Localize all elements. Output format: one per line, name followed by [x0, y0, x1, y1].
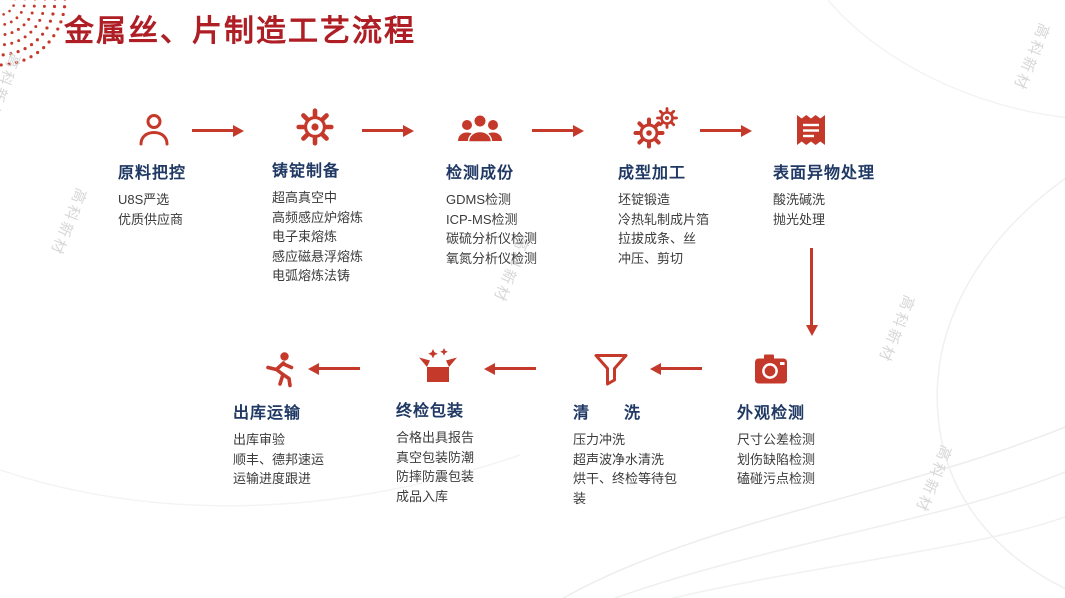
- step-title: 铸锭制备: [272, 163, 341, 180]
- watermark-text: 高科新材: [46, 185, 90, 259]
- step-detail-line: 感应磁悬浮熔炼: [272, 248, 364, 264]
- step-detail-line: 电子束熔炼: [272, 229, 338, 244]
- receipt-icon: [791, 104, 913, 150]
- watermark-text: 高科新材: [0, 50, 24, 124]
- dotted-arc-decoration: [0, 0, 67, 67]
- arrow-step7-to-step8: [494, 367, 536, 370]
- open-box-icon: [416, 342, 536, 388]
- gear-icon: [294, 102, 412, 148]
- slide-title: 金属丝、片制造工艺流程: [64, 14, 416, 49]
- step-detail-line: 成品入库: [396, 488, 449, 504]
- camera-icon: [751, 344, 877, 390]
- step-title: 出库运输: [233, 405, 302, 422]
- step-detail-line: 防摔防震包装: [396, 469, 475, 484]
- step-appearance-inspection: 外观检测 尺寸公差检测 划伤缺陷检测 磕碰污点检测: [737, 344, 877, 489]
- step-detail-line: 酸洗碱洗: [773, 192, 826, 207]
- step-details: 酸洗碱洗 抛光处理: [773, 190, 913, 229]
- step-detail-line: GDMS检测: [446, 192, 512, 207]
- step-title: 终检包装: [396, 403, 465, 420]
- step-ingot-preparation: 铸锭制备 超高真空中 高频感应炉熔炼 电子束熔炼 感应磁悬浮熔炼 电弧熔炼法铸: [272, 102, 412, 286]
- watermark-text: 高科新材: [874, 292, 918, 366]
- step-surface-treatment: 表面异物处理 酸洗碱洗 抛光处理: [773, 104, 913, 229]
- arrow-step4-to-step5: [700, 129, 742, 132]
- step-title: 清 洗: [573, 405, 642, 422]
- step-detail-line: 电弧熔炼法铸: [272, 268, 351, 283]
- step-details: 尺寸公差检测 划伤缺陷检测 磕碰污点检测: [737, 430, 877, 489]
- step-title: 表面异物处理: [773, 165, 876, 182]
- step-details: 出库审验 顺丰、德邦速运 运输进度跟进: [233, 430, 373, 489]
- watermark-text: 高科新材: [1009, 20, 1053, 94]
- step-detail-line: 优质供应商: [118, 211, 184, 227]
- arrow-step6-to-step7: [660, 367, 702, 370]
- step-details: GDMS检测 ICP-MS检测 碳硫分析仪检测 氧氮分析仪检测: [446, 190, 586, 268]
- step-detail-line: 真空包装防潮: [396, 449, 475, 465]
- step-outbound-transport: 出库运输 出库审验 顺丰、德邦速运 运输进度跟进: [233, 344, 373, 489]
- step-detail-line: 氧氮分析仪检测: [446, 250, 538, 266]
- step-detail-line: 划伤缺陷检测: [737, 451, 816, 467]
- step-title: 外观检测: [737, 405, 806, 422]
- step-details: U8S严选 优质供应商: [118, 190, 258, 229]
- step-detail-line: 冷热轧制成片箔: [618, 211, 710, 227]
- step-forming-processing: 成型加工 坯锭锻造 冷热轧制成片箔 拉拔成条、丝 冲压、剪切: [618, 104, 758, 268]
- arrow-step5-to-step6: [810, 248, 813, 326]
- step-composition-testing: 检测成份 GDMS检测 ICP-MS检测 碳硫分析仪检测 氧氮分析仪检测: [446, 104, 586, 268]
- step-detail-line: 尺寸公差检测: [737, 432, 816, 447]
- step-title: 原料把控: [118, 165, 187, 182]
- step-detail-line: 碳硫分析仪检测: [446, 231, 538, 246]
- step-title: 成型加工: [618, 165, 687, 182]
- arrow-step1-to-step2: [192, 129, 234, 132]
- step-detail-line: U8S严选: [118, 192, 170, 207]
- step-raw-material-control: 原料把控 U8S严选 优质供应商: [118, 104, 258, 229]
- step-detail-line: 拉拔成条、丝: [618, 231, 697, 246]
- watermark-text: 高科新材: [911, 442, 955, 516]
- step-details: 压力冲洗 超声波净水清洗 烘干、终检等待包装: [573, 430, 689, 508]
- step-detail-line: 高频感应炉熔炼: [272, 209, 364, 225]
- arrow-step8-to-step9: [318, 367, 360, 370]
- step-detail-line: 出库审验: [233, 432, 286, 447]
- step-detail-line: 压力冲洗: [573, 432, 626, 447]
- step-detail-line: 顺丰、德邦速运: [233, 451, 325, 467]
- step-detail-line: 磕碰污点检测: [737, 471, 816, 486]
- step-details: 坯锭锻造 冷热轧制成片箔 拉拔成条、丝 冲压、剪切: [618, 190, 758, 268]
- step-detail-line: 运输进度跟进: [233, 471, 312, 486]
- step-detail-line: ICP-MS检测: [446, 211, 518, 227]
- step-detail-line: 合格出具报告: [396, 430, 475, 445]
- step-detail-line: 抛光处理: [773, 211, 826, 227]
- step-detail-line: 坯锭锻造: [618, 192, 671, 207]
- step-detail-line: 烘干、终检等待包装: [573, 471, 678, 506]
- people-group-icon: [456, 104, 586, 150]
- double-gear-icon: [632, 104, 758, 150]
- arrow-step3-to-step4: [532, 129, 574, 132]
- arrow-step2-to-step3: [362, 129, 404, 132]
- step-details: 合格出具报告 真空包装防潮 防摔防震包装 成品入库: [396, 428, 536, 506]
- step-detail-line: 超高真空中: [272, 190, 338, 205]
- step-details: 超高真空中 高频感应炉熔炼 电子束熔炼 感应磁悬浮熔炼 电弧熔炼法铸: [272, 188, 412, 286]
- step-detail-line: 冲压、剪切: [618, 250, 684, 266]
- step-title: 检测成份: [446, 165, 515, 182]
- step-detail-line: 超声波净水清洗: [573, 451, 665, 467]
